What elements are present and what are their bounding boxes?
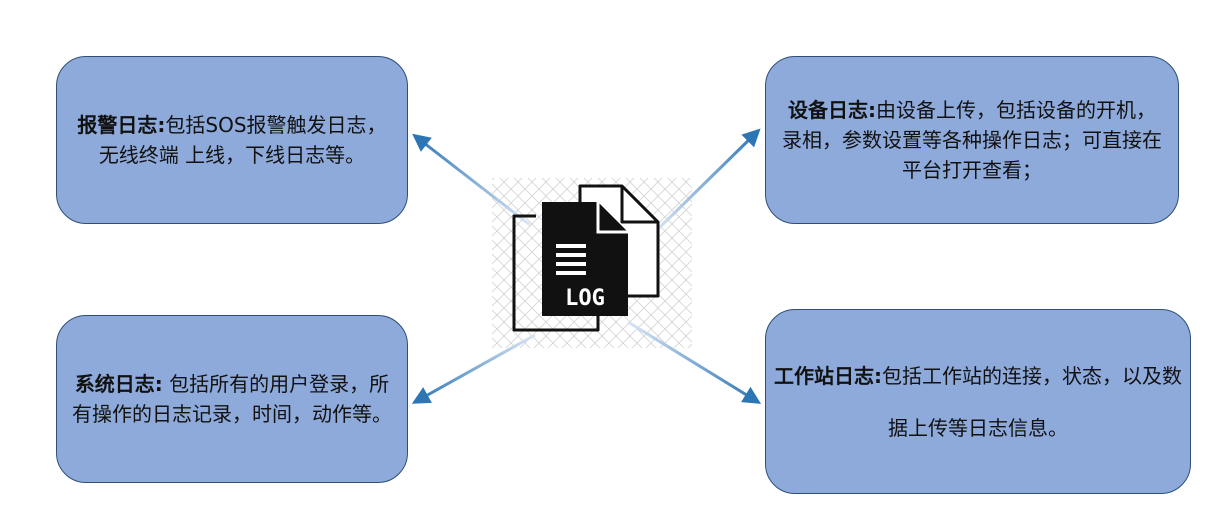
device-log-text: 由设备上传，包括设备的开机，录相，参数设置等各种操作日志；可直接在平台打开查看；	[782, 98, 1162, 182]
system-log-box: 系统日志: 包括所有的用户登录，所有操作的日志记录，时间，动作等。	[56, 315, 408, 483]
station-log-box: 工作站日志:包括工作站的连接，状态，以及数据上传等日志信息。	[765, 309, 1191, 494]
station-log-title: 工作站日志:	[774, 363, 882, 388]
device-log-title: 设备日志:	[788, 98, 876, 122]
alarm-log-title: 报警日志:	[77, 113, 166, 137]
station-log-text: 包括工作站的连接，状态，以及数据上传等日志信息。	[882, 363, 1182, 440]
arrow-to-system-log	[411, 333, 536, 404]
alarm-log-box: 报警日志:包括SOS报警触发日志，无线终端 上线，下线日志等。	[56, 56, 408, 224]
system-log-text: 包括所有的用户登录，所有操作的日志记录，时间，动作等。	[72, 372, 392, 426]
log-icon-label: LOG	[565, 286, 605, 311]
station-log-content: 工作站日志:包括工作站的连接，状态，以及数据上传等日志信息。	[766, 350, 1190, 454]
arrow-to-station-log	[627, 320, 762, 404]
device-log-box: 设备日志:由设备上传，包括设备的开机，录相，参数设置等各种操作日志；可直接在平台…	[765, 56, 1179, 224]
device-log-content: 设备日志:由设备上传，包括设备的开机，录相，参数设置等各种操作日志；可直接在平台…	[766, 95, 1178, 185]
arrow-to-device-log	[653, 128, 761, 234]
arrow-to-alarm-log	[412, 133, 531, 227]
alarm-log-content: 报警日志:包括SOS报警触发日志，无线终端 上线，下线日志等。	[57, 110, 407, 170]
system-log-title: 系统日志:	[74, 372, 163, 396]
system-log-content: 系统日志: 包括所有的用户登录，所有操作的日志记录，时间，动作等。	[57, 369, 407, 429]
log-file-icon: LOG	[512, 184, 660, 332]
alarm-log-text: 包括SOS报警触发日志，无线终端 上线，下线日志等。	[98, 113, 387, 167]
